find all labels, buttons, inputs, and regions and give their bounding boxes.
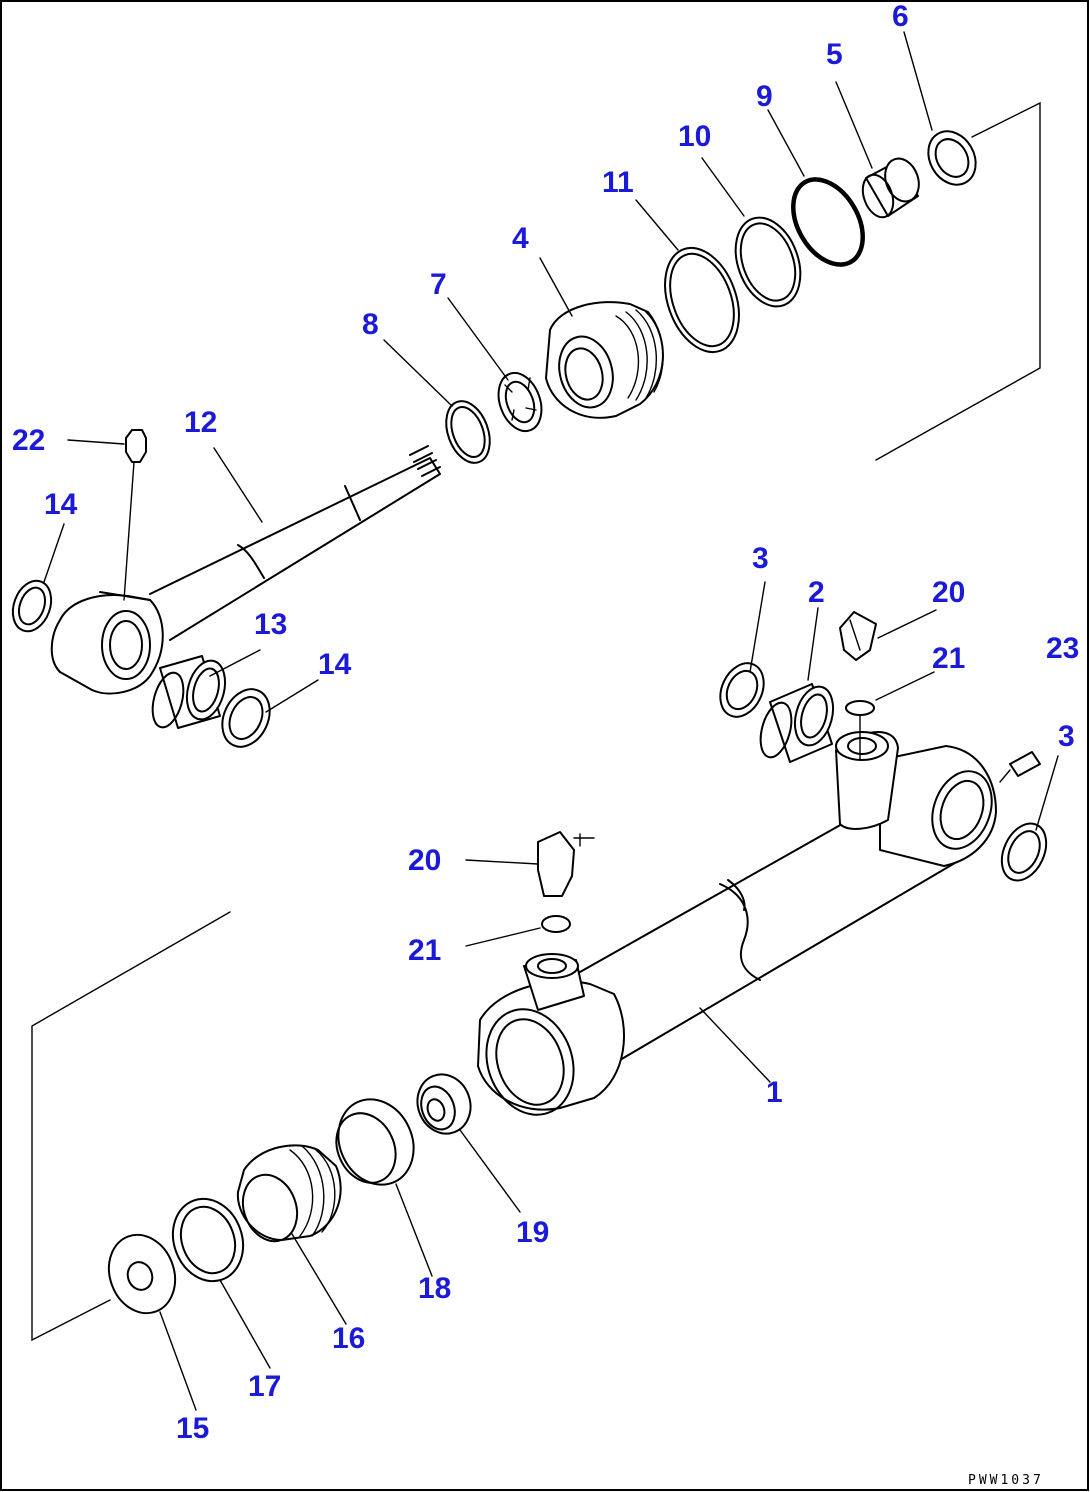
leader-lines: [43, 31, 1059, 1411]
label-part-20-upper: 20: [932, 576, 965, 609]
part-2-bushing: [759, 683, 835, 763]
label-part-23: 23: [1046, 632, 1079, 665]
part-23-grease-fitting: [999, 751, 1041, 783]
label-part-14-lower: 14: [318, 648, 352, 681]
label-part-20-lower: 20: [408, 844, 441, 877]
part-3-bushing-seal-left: [719, 662, 765, 718]
label-part-11: 11: [602, 166, 634, 199]
part-20-elbow-upper: [839, 611, 877, 661]
part-22-grease-fitting: [123, 429, 147, 601]
cylinder-assembly-bracket: [31, 911, 231, 1342]
part-11-wear-ring: [664, 246, 740, 354]
part-5-bushing: [861, 157, 920, 219]
label-part-8: 8: [362, 308, 379, 341]
label-part-2: 2: [808, 576, 825, 609]
part-labels: 1 2 3 3 4 5 6 7 8 9 10 11 12 13 14 14 15…: [12, 0, 1079, 1445]
part-1-cylinder-tube: [477, 731, 997, 1116]
label-part-1: 1: [766, 1076, 783, 1109]
part-15-washer: [107, 1233, 177, 1315]
label-part-21-lower: 21: [408, 934, 441, 967]
label-part-10: 10: [678, 120, 711, 153]
part-13-bushing: [151, 655, 227, 729]
part-16-piston: [236, 1144, 342, 1243]
label-part-12: 12: [184, 406, 217, 439]
label-part-16: 16: [332, 1322, 365, 1355]
label-part-7: 7: [430, 268, 447, 301]
label-part-15: 15: [176, 1412, 209, 1445]
part-8-ring: [445, 400, 491, 464]
label-part-13: 13: [254, 608, 287, 641]
drawing-code: PWW1037: [968, 1473, 1044, 1488]
label-part-14-upper: 14: [44, 488, 78, 521]
part-3-bushing-seal-right: [1000, 822, 1048, 882]
label-part-22: 22: [12, 424, 45, 457]
part-20-elbow-lower: [537, 831, 595, 897]
label-part-3-right: 3: [1058, 720, 1075, 753]
part-9-o-ring: [791, 177, 865, 267]
label-part-5: 5: [826, 38, 843, 71]
label-part-9: 9: [756, 80, 773, 113]
label-part-21-upper: 21: [932, 642, 965, 675]
part-6-seal: [927, 130, 977, 186]
part-14-dust-seal-upper: [11, 579, 53, 633]
label-part-4: 4: [512, 222, 529, 255]
label-part-19: 19: [516, 1216, 549, 1249]
label-part-17: 17: [248, 1370, 281, 1403]
part-21-o-ring-upper: [845, 700, 875, 761]
part-17-ring: [171, 1197, 245, 1283]
label-part-6: 6: [892, 0, 909, 33]
label-part-3-left: 3: [752, 542, 769, 575]
part-14-dust-seal-lower: [221, 688, 271, 748]
label-part-18: 18: [418, 1272, 451, 1305]
part-19-nut: [416, 1073, 472, 1135]
piston-rod: [50, 445, 441, 695]
part-10-piston-ring: [734, 216, 802, 308]
part-18-spacer: [335, 1098, 415, 1186]
part-4-piston: [545, 301, 664, 419]
part-7-nut: [497, 371, 543, 433]
part-21-o-ring-lower: [541, 915, 571, 933]
rod-assembly-bracket: [875, 101, 1041, 461]
